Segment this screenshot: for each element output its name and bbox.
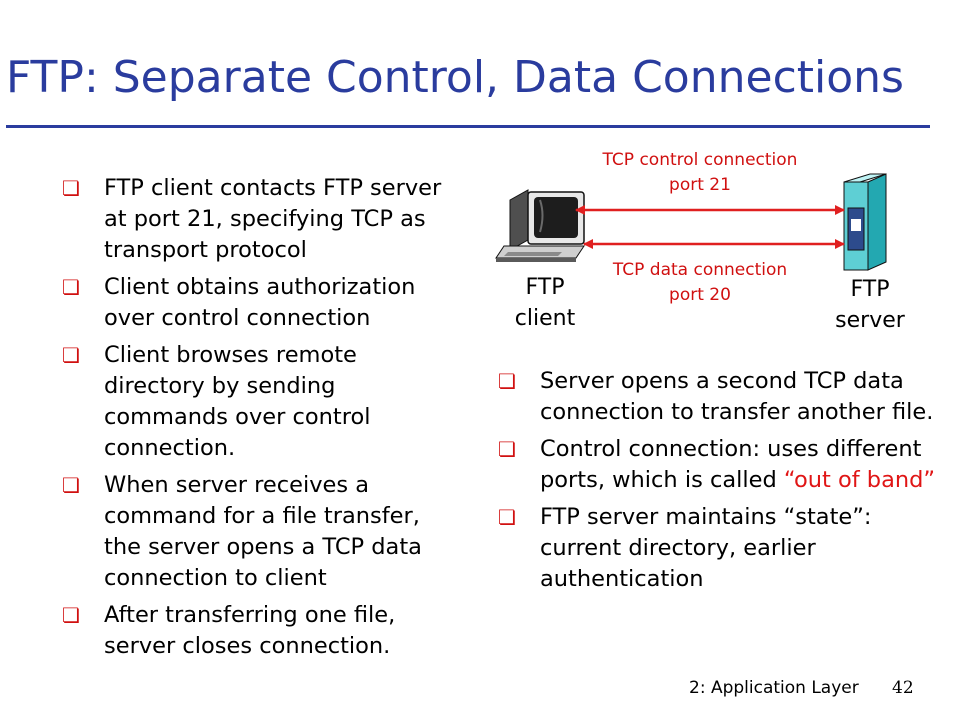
control-connection-label: TCP control connection port 21 bbox=[602, 150, 798, 195]
client-label: FTP client bbox=[514, 275, 576, 331]
list-item: ❏Server opens a second TCP data connecti… bbox=[498, 368, 934, 425]
list-item: ❏Client browses remote directory by send… bbox=[62, 342, 371, 461]
list-item: ❏FTP server maintains “state”: current d… bbox=[498, 504, 872, 592]
server-icon bbox=[843, 173, 887, 271]
list-item: ❏Control connection: uses different port… bbox=[498, 436, 936, 493]
list-item: ❏After transferring one file, server clo… bbox=[62, 602, 396, 659]
bullet-icon: ❏ bbox=[498, 505, 516, 529]
left-bullet-list: ❏FTP client contacts FTP server at port … bbox=[62, 173, 462, 668]
computer-icon bbox=[495, 189, 585, 262]
bullet-icon: ❏ bbox=[62, 343, 80, 367]
ftp-connection-diagram: TCP control connection port 21 TCP data … bbox=[490, 140, 950, 350]
right-bullet-list: ❏Server opens a second TCP data connecti… bbox=[498, 366, 938, 601]
bullet-icon: ❏ bbox=[498, 437, 516, 461]
data-connection-label: TCP data connection port 20 bbox=[612, 260, 788, 305]
list-item: ❏FTP client contacts FTP server at port … bbox=[62, 175, 442, 263]
list-item: ❏When server receives a command for a fi… bbox=[62, 472, 422, 591]
bullet-icon: ❏ bbox=[498, 369, 516, 393]
bullet-icon: ❏ bbox=[62, 275, 80, 299]
list-item: ❏Client obtains authorization over contr… bbox=[62, 274, 416, 331]
bullet-icon: ❏ bbox=[62, 603, 80, 627]
bullet-icon: ❏ bbox=[62, 176, 80, 200]
server-label: FTP server bbox=[835, 277, 905, 333]
footer-section-label: 2: Application Layer bbox=[689, 678, 859, 698]
title-underline bbox=[6, 125, 930, 128]
footer-page-number: 42 bbox=[892, 678, 914, 698]
bullet-icon: ❏ bbox=[62, 473, 80, 497]
out-of-band-highlight: “out of band” bbox=[783, 467, 936, 493]
slide-title: FTP: Separate Control, Data Connections bbox=[6, 52, 904, 103]
